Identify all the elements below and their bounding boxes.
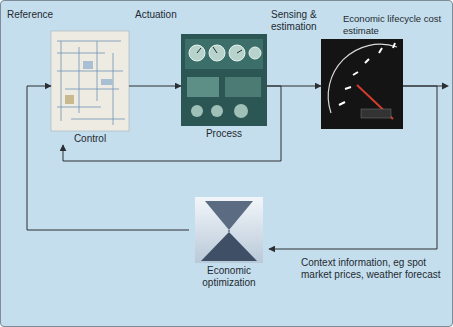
node-caption: Economic optimization [189,263,269,289]
control-picture [51,31,129,131]
picture-area [189,197,269,263]
hourglass-picture [195,197,263,263]
picture-area [321,39,403,129]
schematic-part [101,79,113,85]
picture-node: Process [181,34,267,140]
panel [185,39,263,69]
picture-frame [51,31,129,131]
odometer [361,109,391,118]
picture-frame [181,34,267,126]
speedometer-picture [321,39,403,129]
signal-label: Sensing & estimation [271,9,319,33]
schematic-part [83,61,93,69]
picture-node: Economic optimization [189,197,269,289]
schematic-part [65,95,74,104]
signal-arrow [63,86,281,161]
picture-frame [195,197,263,263]
picture-node: Economic lifecycle cost estimate [321,39,403,129]
picture-area [51,31,129,131]
gauge-needles [197,47,242,53]
signal-label: Actuation [135,9,195,21]
node-caption: Process [181,126,267,140]
picture-frame [321,39,403,129]
signal-arrow [27,86,189,230]
process-picture [181,34,267,126]
gauge [191,105,203,117]
gauge [249,47,261,59]
gauge [211,105,223,117]
dial-arc [328,44,397,113]
schematic-lines [57,41,125,125]
hourglass-top [205,201,253,230]
signal-arrow [129,86,181,87]
signal-arrow [269,86,437,249]
signal-label: Reference [7,9,67,21]
gauge [234,104,248,118]
output-arrowhead [442,83,449,90]
needle [357,85,393,119]
picture-area [181,34,267,126]
hourglass-bottom [201,232,257,261]
context-note: Context information, eg spot market pric… [301,257,441,281]
panel [225,77,261,97]
picture-node: Control [51,31,129,145]
hourglass-neck [229,230,230,232]
node-caption: Control [51,131,129,145]
node-heading: Economic lifecycle cost estimate [343,13,443,36]
panel [187,77,219,97]
